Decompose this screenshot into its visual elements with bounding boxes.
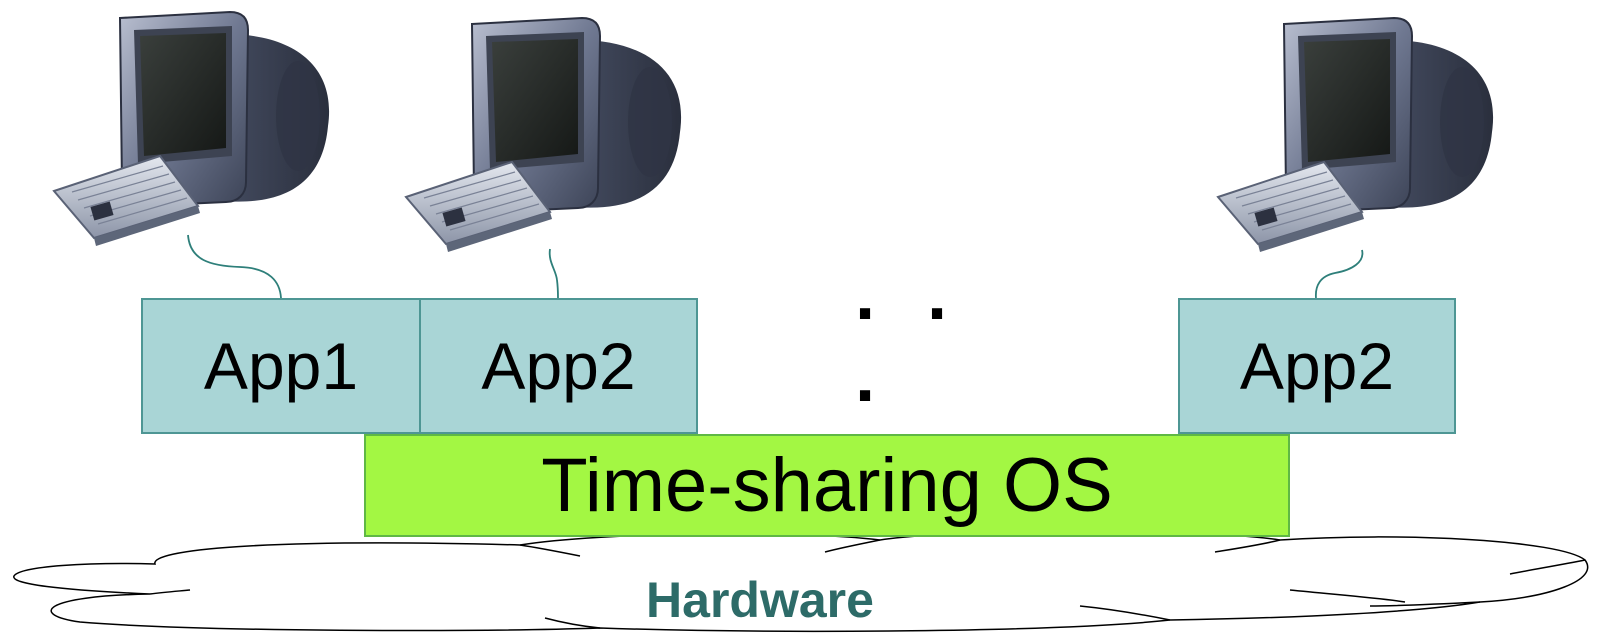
connector-lines xyxy=(187,234,1364,299)
app-box-1: App1 xyxy=(141,298,421,434)
app-label: App1 xyxy=(203,329,359,403)
app-label: App2 xyxy=(481,329,636,403)
os-label: Time-sharing OS xyxy=(541,443,1113,528)
app-box-3: App2 xyxy=(1178,298,1456,434)
app-box-2: App2 xyxy=(419,298,698,434)
hardware-label: Hardware xyxy=(646,572,874,628)
computer-icon xyxy=(1217,17,1495,253)
computer-icon xyxy=(53,11,331,247)
computer-icon xyxy=(405,17,683,253)
ellipsis: · · · xyxy=(855,274,965,436)
os-layer: Time-sharing OS xyxy=(364,434,1290,537)
app-label: App2 xyxy=(1239,329,1395,403)
